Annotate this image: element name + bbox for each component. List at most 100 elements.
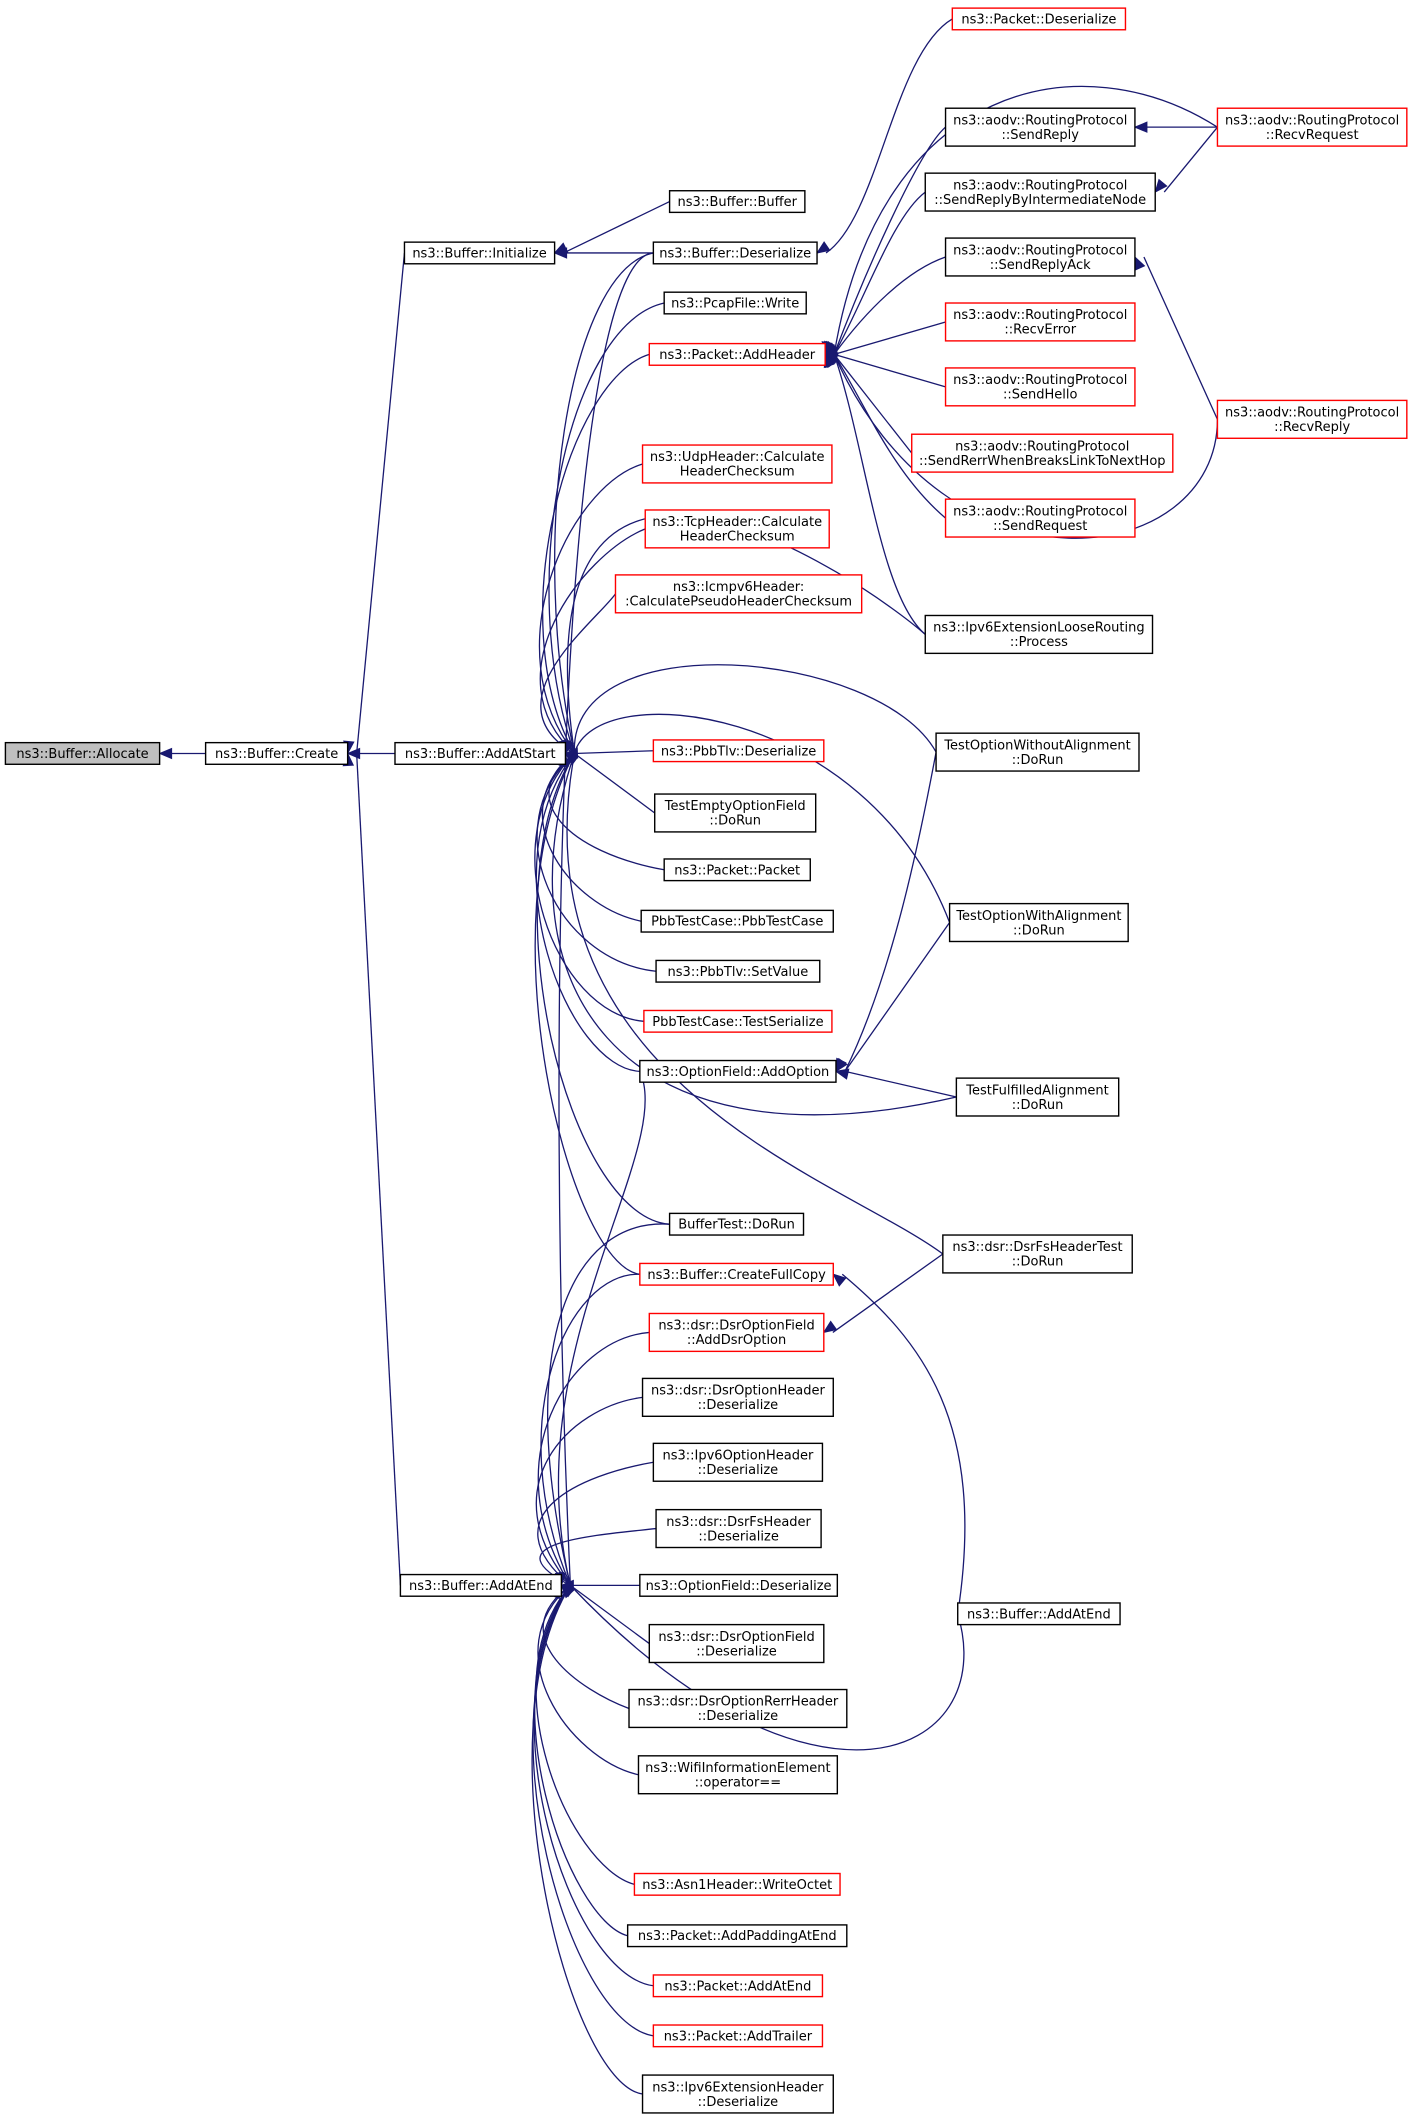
- node-box[interactable]: [935, 732, 1140, 772]
- node-icmpcsum[interactable]: ns3::Icmpv6Header::CalculatePseudoHeader…: [614, 574, 863, 614]
- node-box[interactable]: [911, 433, 1174, 473]
- node-box[interactable]: [652, 2024, 824, 2048]
- node-box[interactable]: [4, 741, 161, 765]
- node-asn1[interactable]: ns3::Asn1Header::WriteOctet: [633, 1872, 841, 1896]
- node-box[interactable]: [944, 498, 1136, 538]
- node-ipv6ohdeser[interactable]: ns3::Ipv6OptionHeader::Deserialize: [652, 1442, 824, 1482]
- node-box[interactable]: [648, 342, 826, 366]
- node-addpadding[interactable]: ns3::Packet::AddPaddingAtEnd: [626, 1924, 848, 1948]
- node-testfull[interactable]: TestFulfilledAlignment::DoRun: [955, 1077, 1120, 1117]
- node-ipv6exthdr[interactable]: ns3::Ipv6ExtensionHeader::Deserialize: [641, 2074, 834, 2114]
- node-box[interactable]: [924, 614, 1154, 655]
- node-testwithout[interactable]: TestOptionWithoutAlignment::DoRun: [935, 732, 1140, 772]
- node-box[interactable]: [668, 1212, 805, 1236]
- node-packetpacket[interactable]: ns3::Packet::Packet: [663, 858, 811, 882]
- node-box[interactable]: [639, 1262, 834, 1286]
- node-box[interactable]: [637, 1755, 839, 1795]
- node-recverror[interactable]: ns3::aodv::RoutingProtocol::RecvError: [944, 302, 1136, 342]
- node-addheader[interactable]: ns3::Packet::AddHeader: [648, 342, 826, 366]
- node-box[interactable]: [403, 241, 556, 265]
- node-box[interactable]: [639, 1573, 839, 1597]
- node-pcapwrite[interactable]: ns3::PcapFile::Write: [663, 291, 807, 315]
- node-box[interactable]: [652, 1974, 824, 1998]
- node-box[interactable]: [955, 1077, 1120, 1117]
- node-pktaddatend[interactable]: ns3::Packet::AddAtEnd: [652, 1974, 824, 1998]
- node-addtrailer[interactable]: ns3::Packet::AddTrailer: [652, 2024, 824, 2048]
- node-box[interactable]: [641, 1377, 834, 1417]
- node-box[interactable]: [944, 237, 1136, 277]
- node-box[interactable]: [668, 190, 806, 214]
- node-box[interactable]: [648, 1312, 825, 1353]
- node-dsrrerrdeser[interactable]: ns3::dsr::DsrOptionRerrHeader::Deseriali…: [628, 1688, 848, 1729]
- node-box[interactable]: [948, 902, 1129, 943]
- node-box[interactable]: [399, 1573, 563, 1597]
- node-box[interactable]: [633, 1872, 841, 1896]
- node-pbbtestser[interactable]: PbbTestCase::TestSerialize: [643, 1009, 833, 1033]
- node-box[interactable]: [652, 739, 825, 763]
- node-box[interactable]: [663, 291, 807, 315]
- node-initialize[interactable]: ns3::Buffer::Initialize: [403, 241, 556, 265]
- node-bufbuffer[interactable]: ns3::Buffer::Buffer: [668, 190, 806, 214]
- node-box[interactable]: [652, 1442, 824, 1482]
- node-addoption[interactable]: ns3::OptionField::AddOption: [639, 1059, 837, 1083]
- node-adddsropt[interactable]: ns3::dsr::DsrOptionField::AddDsrOption: [648, 1312, 825, 1353]
- node-create[interactable]: ns3::Buffer::Create: [204, 741, 349, 765]
- node-box[interactable]: [944, 367, 1136, 407]
- node-recvreply[interactable]: ns3::aodv::RoutingProtocol::RecvReply: [1216, 399, 1408, 439]
- node-box[interactable]: [643, 1009, 833, 1033]
- node-sendrequest[interactable]: ns3::aodv::RoutingProtocol::SendRequest: [944, 498, 1136, 538]
- node-recvrequest[interactable]: ns3::aodv::RoutingProtocol::RecvRequest: [1216, 107, 1408, 147]
- node-box[interactable]: [663, 858, 811, 882]
- node-sendhello[interactable]: ns3::aodv::RoutingProtocol::SendHello: [944, 367, 1136, 407]
- node-dsrfstest[interactable]: ns3::dsr::DsrFsHeaderTest::DoRun: [942, 1234, 1133, 1274]
- node-box[interactable]: [957, 1602, 1121, 1626]
- node-box[interactable]: [944, 107, 1136, 147]
- node-box[interactable]: [951, 7, 1127, 31]
- node-testwith[interactable]: TestOptionWithAlignment::DoRun: [948, 902, 1129, 943]
- node-box[interactable]: [641, 444, 833, 484]
- node-testempty[interactable]: TestEmptyOptionField::DoRun: [654, 793, 817, 833]
- node-bufaddatend[interactable]: ns3::Buffer::AddAtEnd: [957, 1602, 1121, 1626]
- node-pbbtestcase[interactable]: PbbTestCase::PbbTestCase: [640, 909, 834, 933]
- node-box[interactable]: [641, 2074, 834, 2114]
- node-box[interactable]: [924, 172, 1156, 212]
- node-sendreplyack[interactable]: ns3::aodv::RoutingProtocol::SendReplyAck: [944, 237, 1136, 277]
- node-dsrfsdeser[interactable]: ns3::dsr::DsrFsHeader::Deserialize: [655, 1508, 822, 1549]
- node-pktdeser[interactable]: ns3::Packet::Deserialize: [951, 7, 1127, 31]
- node-pbbsetvalue[interactable]: ns3::PbbTlv::SetValue: [655, 959, 821, 983]
- node-dsrohdeser[interactable]: ns3::dsr::DsrOptionHeader::Deserialize: [641, 1377, 834, 1417]
- node-box[interactable]: [394, 741, 567, 765]
- node-addatend[interactable]: ns3::Buffer::AddAtEnd: [399, 1573, 563, 1597]
- node-box[interactable]: [1216, 107, 1408, 147]
- node-box[interactable]: [655, 1508, 822, 1549]
- node-fullcopy[interactable]: ns3::Buffer::CreateFullCopy: [639, 1262, 834, 1286]
- node-box[interactable]: [204, 741, 349, 765]
- node-sendreplyint[interactable]: ns3::aodv::RoutingProtocol::SendReplyByI…: [924, 172, 1156, 212]
- node-box[interactable]: [639, 1059, 837, 1083]
- node-box[interactable]: [648, 1623, 825, 1664]
- node-allocate[interactable]: ns3::Buffer::Allocate: [4, 741, 161, 765]
- node-box[interactable]: [1216, 399, 1408, 439]
- node-box[interactable]: [944, 302, 1136, 342]
- node-box[interactable]: [628, 1688, 848, 1729]
- node-ofdeser[interactable]: ns3::OptionField::Deserialize: [639, 1573, 839, 1597]
- node-addatstart[interactable]: ns3::Buffer::AddAtStart: [394, 741, 567, 765]
- node-wifiop[interactable]: ns3::WifiInformationElement::operator==: [637, 1755, 839, 1795]
- node-box[interactable]: [640, 909, 834, 933]
- node-buffertest[interactable]: BufferTest::DoRun: [668, 1212, 805, 1236]
- node-box[interactable]: [644, 509, 830, 549]
- node-box[interactable]: [652, 241, 818, 265]
- node-sendrerr[interactable]: ns3::aodv::RoutingProtocol::SendRerrWhen…: [911, 433, 1174, 473]
- node-sendreply[interactable]: ns3::aodv::RoutingProtocol::SendReply: [944, 107, 1136, 147]
- node-box[interactable]: [654, 793, 817, 833]
- node-box[interactable]: [655, 959, 821, 983]
- node-box[interactable]: [626, 1924, 848, 1948]
- node-dsrofdeser[interactable]: ns3::dsr::DsrOptionField::Deserialize: [648, 1623, 825, 1664]
- node-box[interactable]: [942, 1234, 1133, 1274]
- node-pbbdeser[interactable]: ns3::PbbTlv::Deserialize: [652, 739, 825, 763]
- node-ipv6loose[interactable]: ns3::Ipv6ExtensionLooseRouting::Process: [924, 614, 1154, 655]
- node-box[interactable]: [614, 574, 863, 614]
- node-bufdeser[interactable]: ns3::Buffer::Deserialize: [652, 241, 818, 265]
